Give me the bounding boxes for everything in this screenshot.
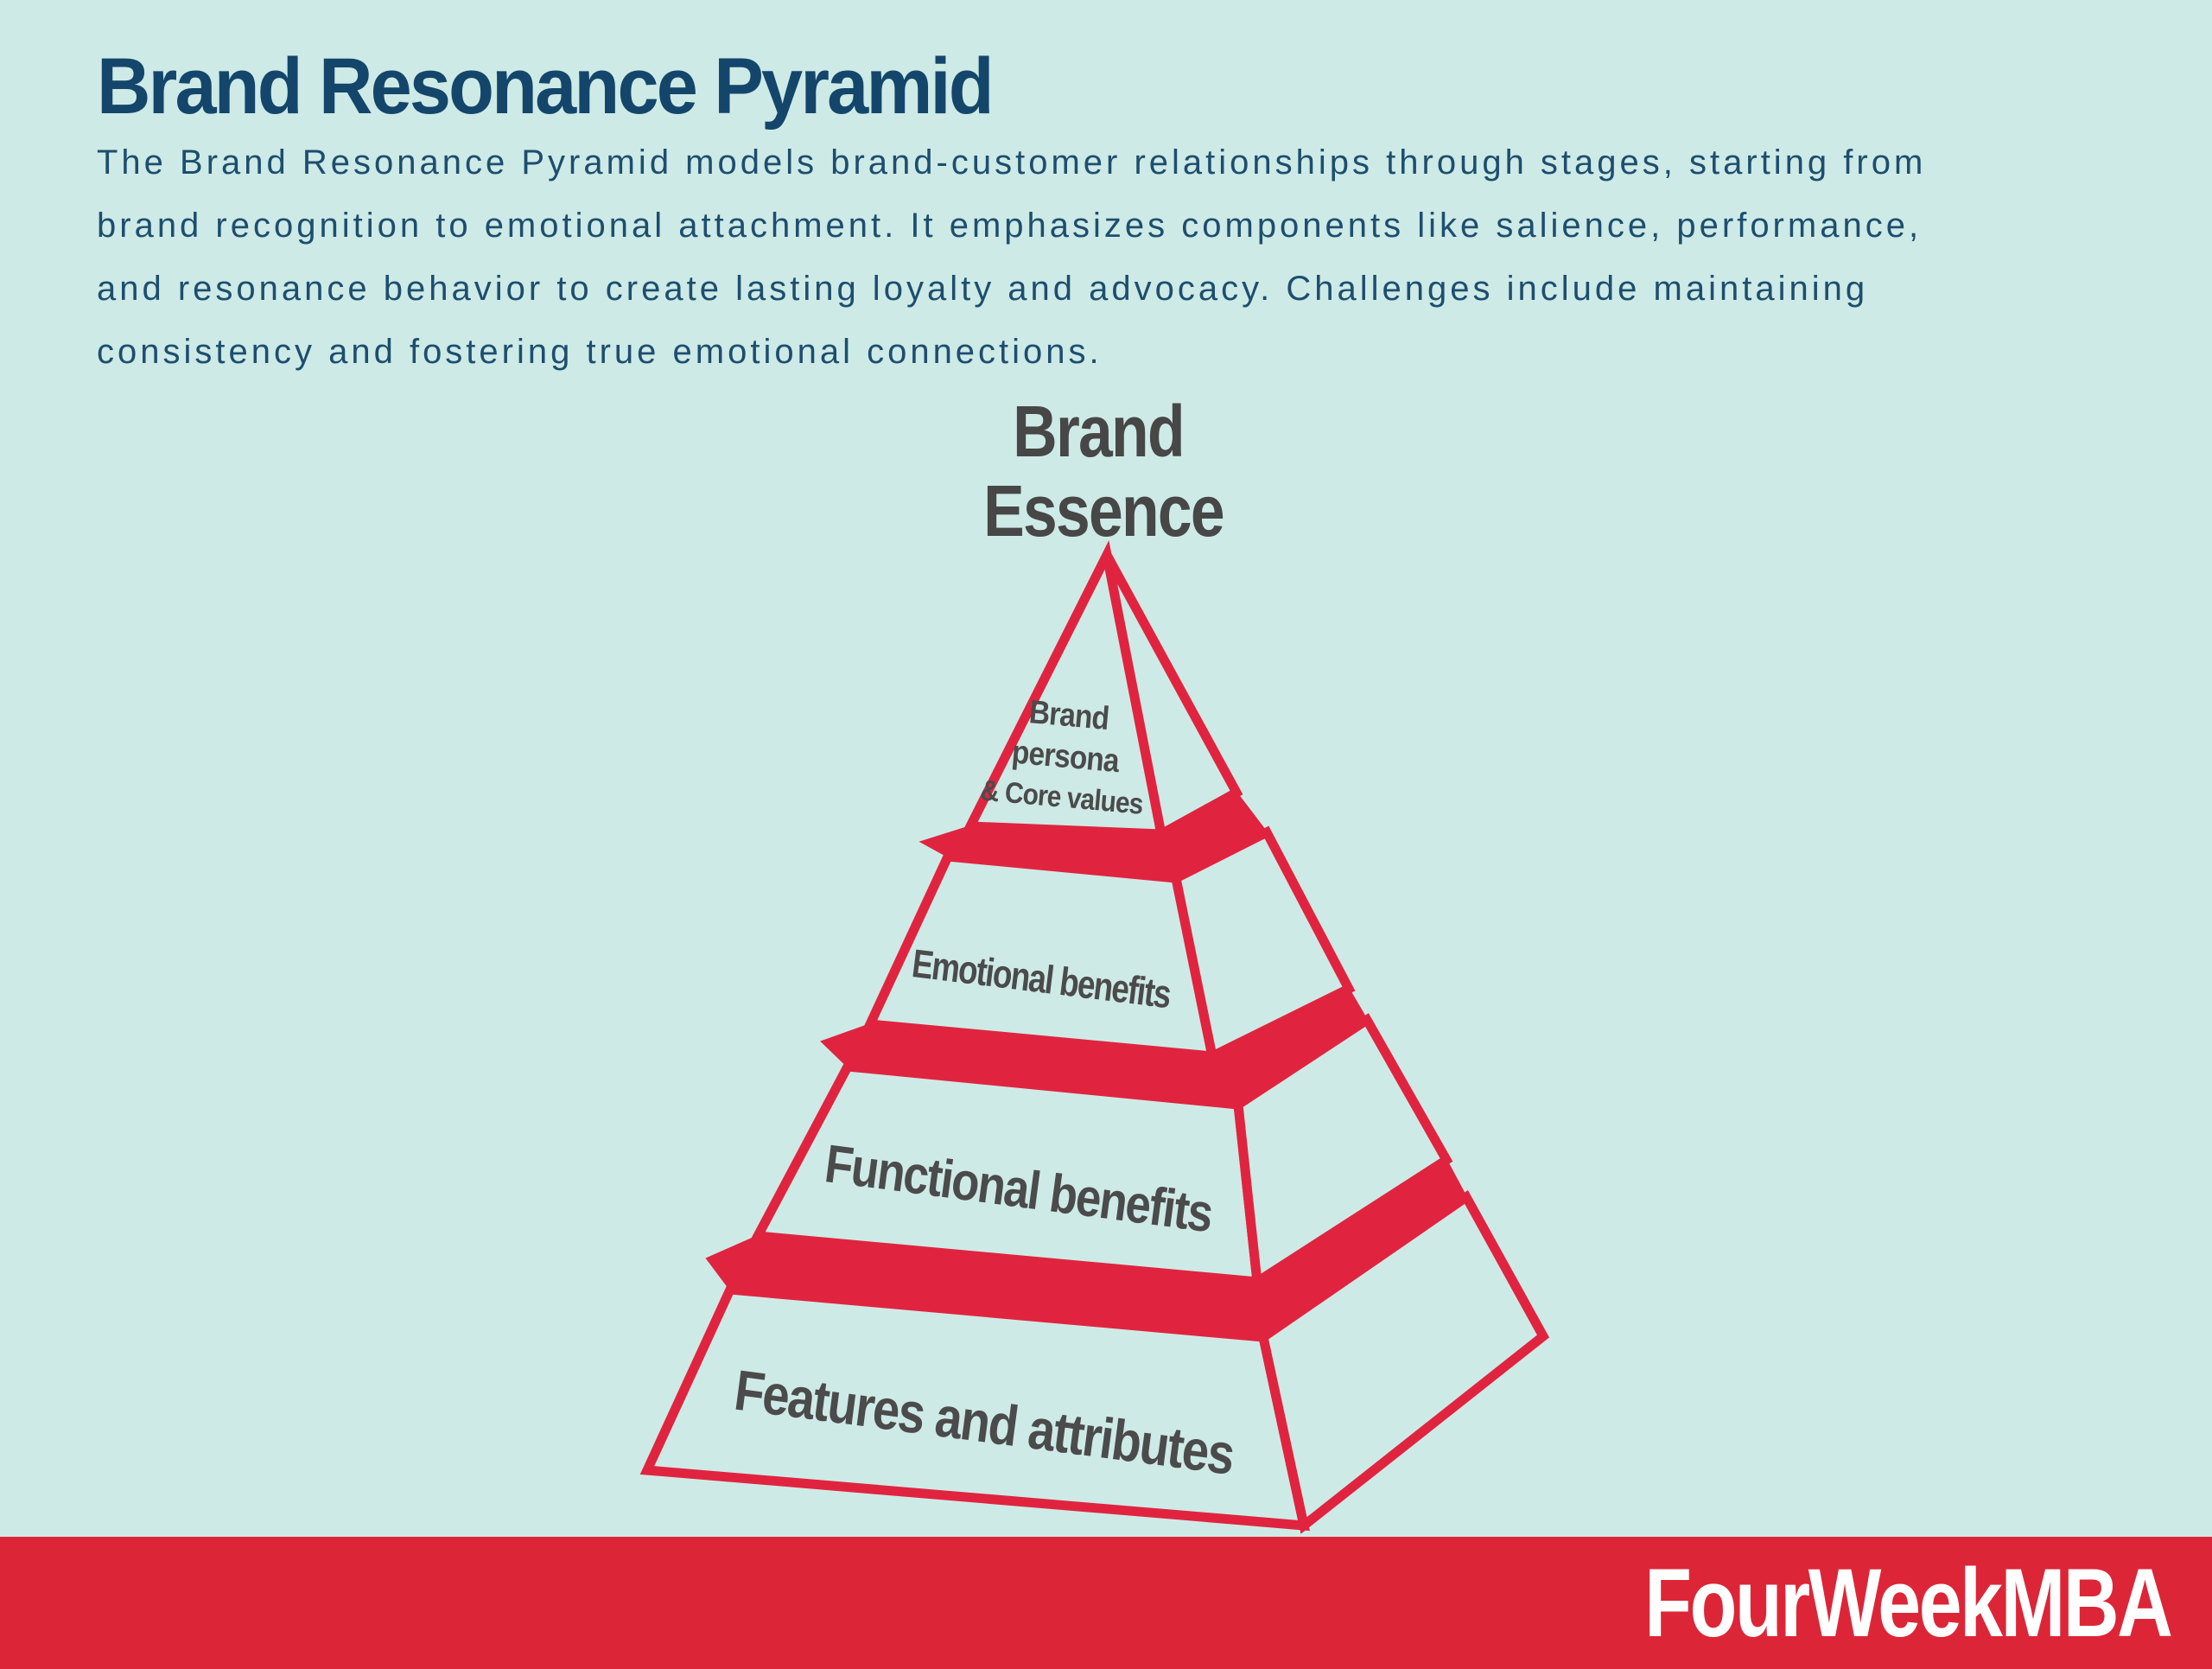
pyramid-level-1-side-face xyxy=(1102,552,1243,842)
footer-brand-logo: FourWeekMBA xyxy=(1643,1549,2173,1657)
pyramid-level-4-side-face xyxy=(1257,1190,1550,1534)
pyramid-level-2-side-face xyxy=(1170,825,1356,1064)
page-title: Brand Resonance Pyramid xyxy=(97,42,995,131)
pyramid-level-3-side-face xyxy=(1233,1013,1453,1290)
pyramid-heading-line1: Brand xyxy=(1013,390,1184,472)
page-description: The Brand Resonance Pyramid models brand… xyxy=(97,143,1927,371)
footer-bar: FourWeekMBA xyxy=(0,1537,2212,1669)
pyramid-heading-line2: Essence xyxy=(983,469,1224,551)
brand-persona-line1: Brand xyxy=(1027,693,1110,736)
